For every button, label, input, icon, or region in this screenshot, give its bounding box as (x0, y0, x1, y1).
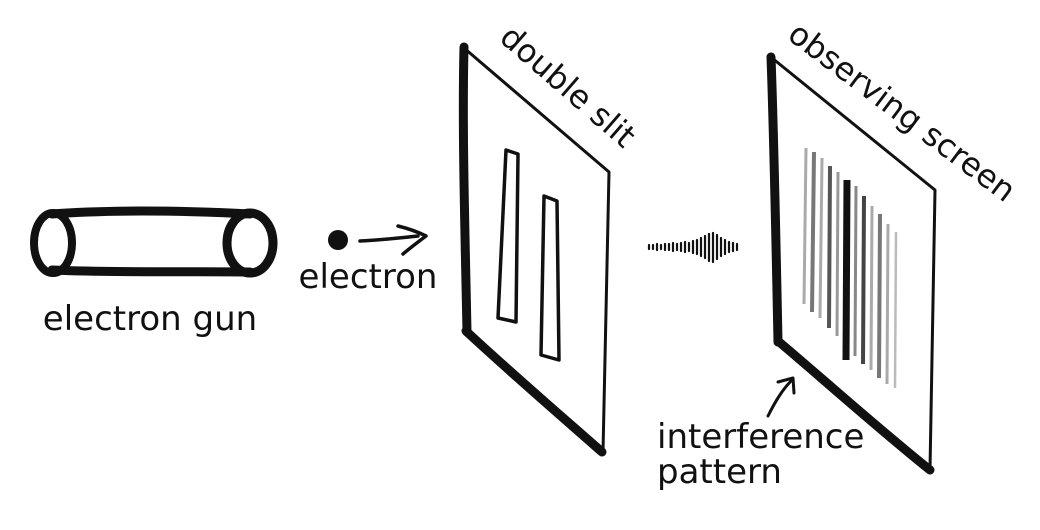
fringe (835, 171, 840, 337)
electron-label: electron (299, 257, 438, 297)
electron-gun-icon (30, 206, 278, 278)
fringe (842, 179, 851, 361)
fringe (818, 157, 824, 319)
double-slit-icon (458, 42, 611, 457)
fringe (893, 231, 898, 389)
fringe (869, 205, 874, 371)
pointer-arrow-icon (766, 376, 796, 418)
observing-screen-label: observing screen (781, 14, 1023, 209)
double-slit-label: double slit (493, 17, 643, 155)
fringe (810, 151, 816, 313)
interference-label-line2: pattern (657, 452, 782, 492)
fringe (853, 185, 858, 357)
fringe (827, 165, 832, 329)
wave-icon (647, 231, 739, 264)
fringe (861, 195, 866, 365)
interference-label-line1: interference (657, 417, 864, 457)
motion-arrow-icon (358, 224, 428, 256)
fringe (877, 213, 882, 379)
electron-dot-icon (328, 230, 348, 250)
fringe (802, 147, 808, 305)
electron-gun-label: electron gun (43, 299, 257, 339)
fringe (885, 223, 890, 385)
observing-screen-icon (766, 52, 937, 475)
